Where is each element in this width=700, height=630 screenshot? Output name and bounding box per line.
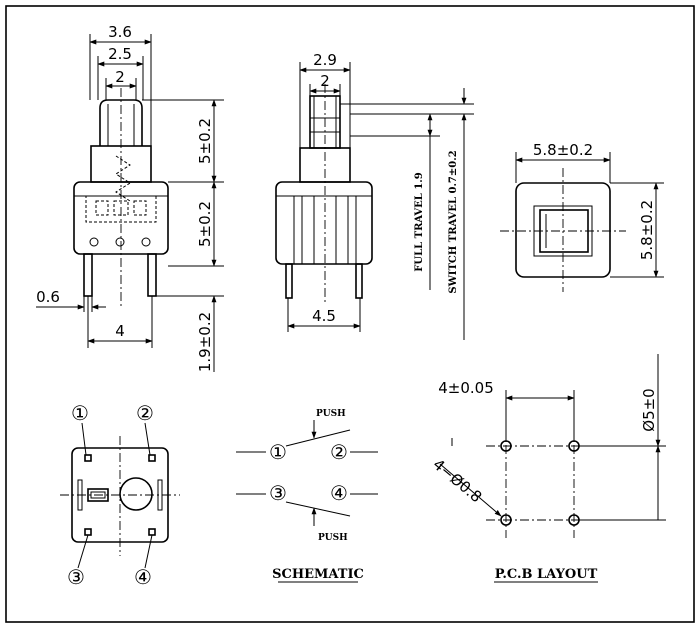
side-full-travel: FULL TRAVEL 1.9 — [414, 172, 425, 271]
side-width-outer: 2.9 — [313, 51, 337, 69]
drawing-frame — [5, 5, 695, 623]
pcb-title: P.C.B LAYOUT — [495, 567, 598, 582]
schematic-terminal-3: ③ — [269, 481, 287, 505]
pcb-spacing: 4±0.05 — [438, 379, 494, 397]
front-pin-pitch: 4 — [115, 322, 125, 340]
side-switch-travel: SWITCH TRAVEL 0.7±0.2 — [448, 150, 459, 293]
top-height: 5.8±0.2 — [638, 200, 656, 260]
pcb-vertical: Ø5±0 — [640, 388, 658, 431]
front-width-inner: 2 — [115, 68, 125, 86]
top-view: 5.8±0.2 5.8±0.2 — [500, 141, 664, 292]
front-pin-thickness: 0.6 — [36, 288, 60, 306]
bottom-pin-3: ③ — [67, 565, 85, 589]
schematic-terminal-4: ④ — [330, 481, 348, 505]
front-height-pin: 1.9±0.2 — [196, 312, 214, 372]
side-view: 2.9 2 4.5 FULL TRAVEL 1.9 SWITCH TRAVEL … — [275, 51, 474, 340]
front-view: 3.6 2.5 2 5±0.2 5±0.2 1.9±0.2 0.6 4 — [36, 23, 224, 372]
schematic-terminal-1: ① — [269, 440, 287, 464]
schematic-title: SCHEMATIC — [272, 567, 364, 582]
pcb-holes: 4−Ø0.8 — [429, 455, 485, 506]
schematic-terminal-2: ② — [330, 440, 348, 464]
schematic-push-top: PUSH — [316, 409, 346, 419]
bottom-pin-1: ① — [71, 401, 89, 425]
bottom-view: ① ② ③ ④ — [60, 401, 180, 589]
front-width-mid: 2.5 — [108, 45, 132, 63]
bottom-pin-4: ④ — [134, 565, 152, 589]
side-width-inner: 2 — [320, 72, 330, 90]
schematic: ① ② ③ ④ PUSH PUSH SCHEMATIC — [236, 409, 378, 583]
front-width-outer: 3.6 — [108, 23, 132, 41]
top-width: 5.8±0.2 — [533, 141, 593, 159]
front-height-body: 5±0.2 — [196, 201, 214, 247]
front-height-plunger: 5±0.2 — [196, 118, 214, 164]
pcb-layout: 4±0.05 Ø5±0 4−Ø0.8 P.C.B LAYOUT — [429, 354, 666, 583]
side-pin-spacing: 4.5 — [312, 307, 336, 325]
bottom-pin-2: ② — [136, 401, 154, 425]
schematic-push-bottom: PUSH — [318, 533, 348, 543]
